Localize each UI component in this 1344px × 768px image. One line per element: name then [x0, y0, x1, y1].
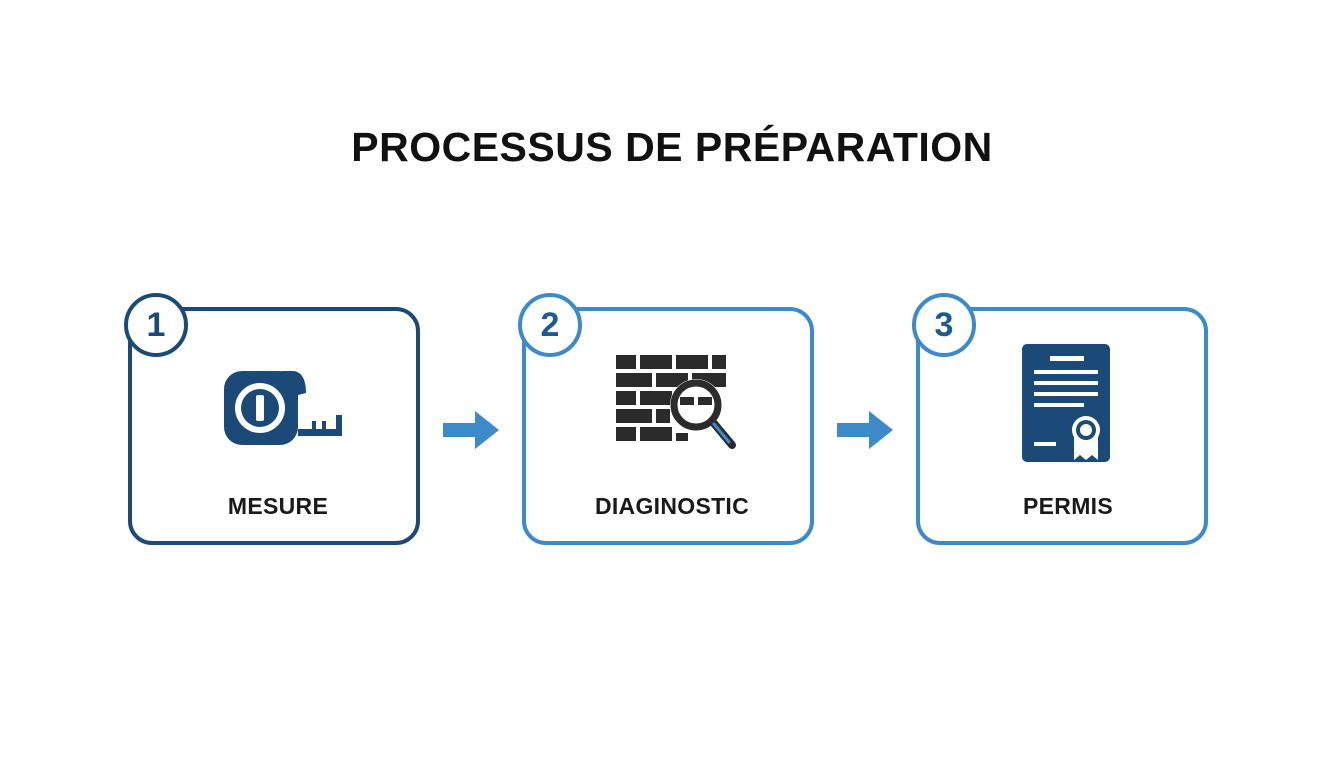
step-number-badge-1: 1 — [124, 293, 188, 357]
arrow-right-icon — [837, 411, 893, 449]
brick-wall-magnifier-icon — [616, 355, 736, 449]
step-number-badge-3: 3 — [912, 293, 976, 357]
step-number-badge-2: 2 — [518, 293, 582, 357]
tape-measure-icon — [224, 371, 342, 445]
step-label-permis: PERMIS — [1023, 493, 1113, 519]
step-label-diaginostic: DIAGINOSTIC — [594, 493, 750, 519]
certificate-document-icon — [1022, 344, 1110, 462]
step-label-mesure: MESURE — [227, 493, 329, 519]
page-title: PROCESSUS DE PRÉPARATION — [351, 124, 993, 170]
step-card-diaginostic — [522, 307, 814, 545]
arrow-right-icon — [443, 411, 499, 449]
